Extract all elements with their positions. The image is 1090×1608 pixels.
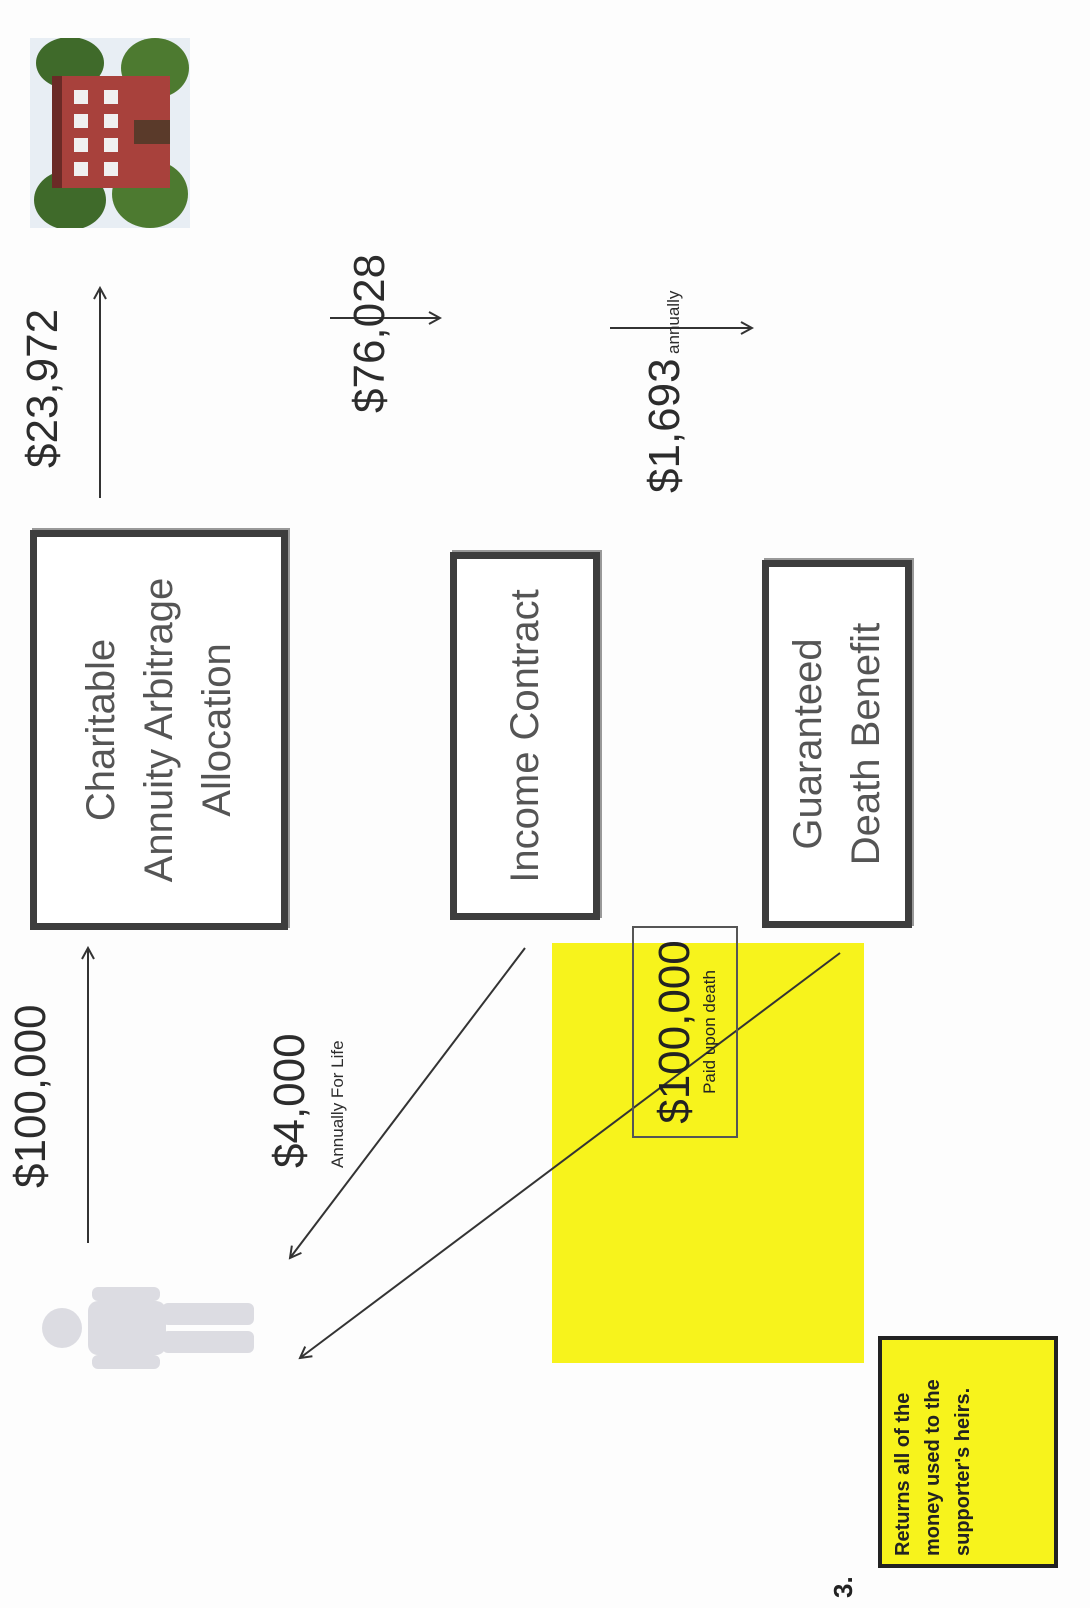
payout-amount: $100,000 [650,940,699,1124]
allocation-label: Charitable Annuity Arbitrage Allocation [79,577,239,883]
death-benefit-payout: $100,000 Paid upon death [632,926,738,1138]
donation-amount: $100,000 [6,1004,55,1188]
charity-amount: $23,972 [18,308,67,468]
income-contract-box: Income Contract [450,552,600,920]
heirs-note: Returns all of the money used to the sup… [878,1336,1058,1568]
income-contract-amount: $76,028 [345,253,394,413]
building-icon [30,38,190,228]
arrow-income [290,947,526,1258]
death-benefit-label: Guaranteed Death Benefit [786,622,888,866]
income-frequency: Annually For Life [328,1040,347,1168]
premium-amount: $1,693 [640,358,689,493]
premium-label: $1,693 annually [640,291,690,493]
death-benefit-box: Guaranteed Death Benefit [762,560,912,928]
income-amount: $4,000 [265,1033,314,1168]
premium-frequency: annually [664,290,683,354]
arrow-death-benefit [300,952,841,1358]
income-contract-label: Income Contract [503,589,547,883]
person-icon [42,1287,254,1369]
payout-note: Paid upon death [700,970,719,1094]
allocation-box: Charitable Annuity Arbitrage Allocation [30,530,288,930]
step-number: 3. [828,1576,858,1598]
